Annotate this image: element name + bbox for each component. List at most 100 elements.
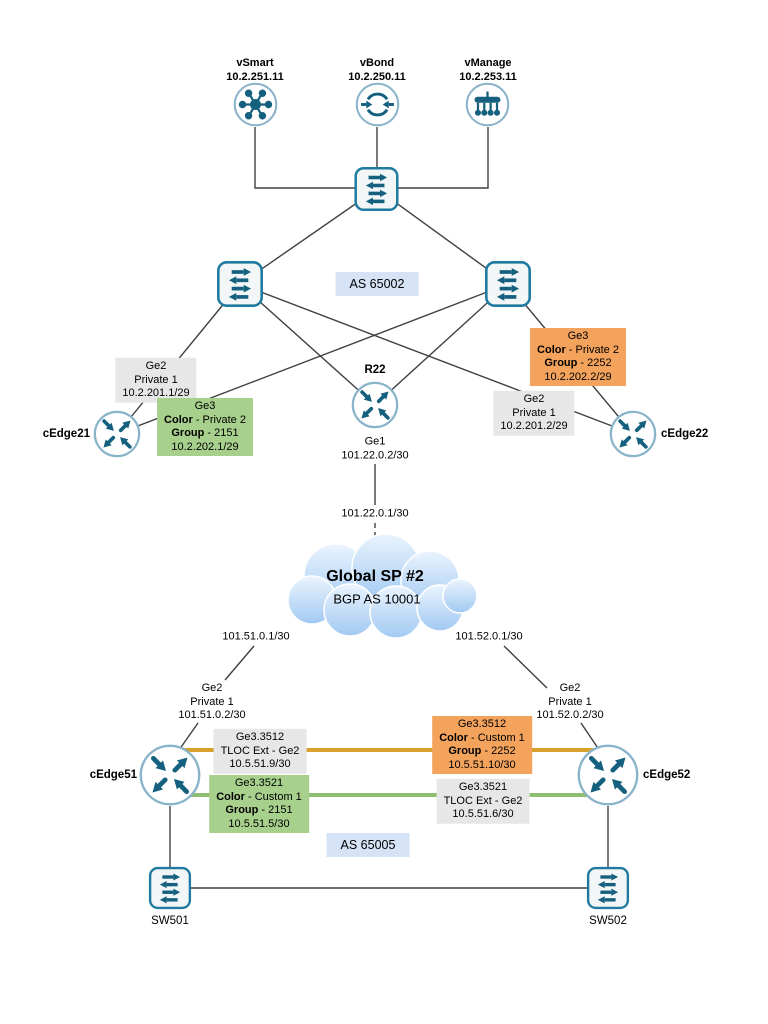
link-cloud-cedge52-a (503, 645, 548, 689)
sw501-node (148, 866, 192, 915)
link-core-switch-left (239, 188, 378, 285)
if-ip: 10.2.202.1/29 (171, 440, 239, 453)
tloc-label-cedge21-ge3: Ge3 Color - Private 2 Group - 2151 10.2.… (157, 398, 253, 456)
sp-cloud (287, 533, 478, 639)
switch-icon (354, 166, 399, 212)
if-port: Ge1 (364, 435, 386, 448)
tloc-group-row: Group - 2252 (544, 357, 612, 369)
vsmart-ip: 10.2.251.11 (226, 71, 284, 83)
tloc-label-cedge52-ge3-3512: Ge3.3512 Color - Custom 1 Group - 2252 1… (432, 716, 532, 774)
link-swr-r22 (374, 283, 509, 406)
if-ip: 10.5.51.6/30 (452, 807, 514, 820)
router-icon (577, 744, 639, 806)
if-ip: 101.51.0.2/30 (178, 708, 246, 721)
vmanage-name: vManage (464, 57, 512, 69)
tloc-color-row: Color - Private 2 (537, 343, 619, 356)
sw502-label: SW502 (589, 915, 627, 927)
vbond-ip: 10.2.250.11 (348, 71, 406, 83)
vbond-label: vBond 10.2.250.11 (348, 56, 406, 84)
cedge22-node (609, 410, 657, 463)
vsmart-icon (233, 82, 278, 127)
vmanage-icon (465, 82, 510, 127)
if-role: TLOC Ext - Ge2 (443, 794, 523, 807)
if-ip: 10.5.51.10/30 (448, 758, 516, 771)
iface-label-cedge21-ge2: Ge2 Private 1 10.2.201.1/29 (115, 357, 197, 403)
tloc-group-row: Group - 2252 (448, 745, 516, 757)
vbond-icon (355, 82, 400, 127)
tloc-color-row: Color - Custom 1 (216, 790, 302, 803)
if-port: Ge3 (567, 330, 589, 342)
if-vrf: Private 1 (548, 695, 592, 708)
wan-ip-sp-cedge51: 101.51.0.1/30 (222, 630, 290, 643)
if-port: Ge3.3521 (458, 780, 508, 793)
as65005-label: AS 65005 (326, 833, 410, 857)
switch-icon (217, 261, 263, 307)
if-port: Ge3 (194, 400, 216, 412)
vbond-name: vBond (359, 57, 395, 69)
if-port: Ge3.3521 (234, 777, 284, 789)
if-ip: 10.2.202.2/29 (544, 370, 612, 383)
link-vmanage-core-switch (377, 127, 489, 189)
iface-label-cedge52-ge2: Ge2 Private 1 101.52.0.2/30 (536, 682, 603, 723)
switch-icon (148, 866, 192, 910)
vbond-node (355, 82, 400, 132)
vmanage-label: vManage 10.2.253.11 (459, 56, 517, 84)
tloc-color-row: Color - Custom 1 (439, 731, 525, 744)
if-port: Ge2 (201, 681, 223, 694)
router-icon (609, 410, 657, 458)
if-port: Ge2 (523, 392, 545, 405)
core-switch-node (353, 166, 400, 217)
if-role: TLOC Ext - Ge2 (220, 744, 300, 757)
link-cloud-cedge51-a (224, 645, 255, 681)
if-ip: 10.5.51.9/30 (229, 757, 291, 770)
if-port: Ge2 (559, 681, 581, 694)
tloc-ext-label-cedge52-ge3-3521: Ge3.3521 TLOC Ext - Ge2 10.5.51.6/30 (436, 778, 530, 824)
wan-ip-sp-cedge52: 101.52.0.1/30 (455, 630, 523, 643)
cedge22-label: cEdge22 (661, 428, 709, 440)
vsmart-label: vSmart 10.2.251.11 (226, 56, 284, 84)
link-vsmart-core-switch (254, 127, 377, 189)
if-port: Ge3.3512 (457, 718, 507, 730)
cedge52-node (577, 744, 639, 811)
switch-icon (485, 261, 531, 307)
r22-ge1-label: Ge1 101.22.0.2/30 (341, 436, 408, 463)
router-icon (93, 410, 141, 458)
cloud-shape (287, 533, 478, 639)
wan-ip-r22-sp: 101.22.0.1/30 (341, 507, 409, 520)
cedge52-label: cEdge52 (643, 769, 691, 781)
tloc-group-row: Group - 2151 (225, 804, 293, 816)
link-swl-r22 (239, 283, 376, 406)
tloc-ext-label-cedge51-ge3-3512: Ge3.3512 TLOC Ext - Ge2 10.5.51.9/30 (213, 728, 307, 774)
r22-node (351, 381, 399, 434)
vmanage-ip: 10.2.253.11 (459, 71, 517, 83)
tloc-label-cedge51-ge3-3521: Ge3.3521 Color - Custom 1 Group - 2151 1… (209, 775, 309, 833)
tloc-label-cedge22-ge3: Ge3 Color - Private 2 Group - 2252 10.2.… (530, 328, 626, 386)
if-ip: 10.2.201.1/29 (122, 386, 190, 399)
cedge21-label: cEdge21 (42, 428, 90, 440)
tloc-color-row: Color - Private 2 (164, 413, 246, 426)
if-port: Ge2 (145, 359, 167, 372)
switch-icon (586, 866, 630, 910)
as65002-label: AS 65002 (335, 272, 419, 296)
if-port: Ge3.3512 (235, 730, 285, 743)
vsmart-node (233, 82, 278, 132)
cedge51-label: cEdge51 (89, 769, 137, 781)
as65002-switch-left-node (216, 260, 264, 313)
if-vrf: Private 1 (512, 406, 556, 419)
cloud-title: Global SP #2 (326, 568, 424, 585)
if-vrf: Private 1 (190, 695, 234, 708)
router-icon (139, 744, 201, 806)
tloc-group-row: Group - 2151 (171, 427, 239, 439)
sw502-node (586, 866, 630, 915)
cloud-asn: BGP AS 10001 (333, 591, 421, 607)
if-vrf: Private 1 (134, 373, 178, 386)
router-icon (351, 381, 399, 429)
if-ip: 10.5.51.5/30 (228, 817, 290, 830)
sw501-label: SW501 (151, 915, 189, 927)
as65002-switch-right-node (484, 260, 532, 313)
iface-label-cedge51-ge2: Ge2 Private 1 101.51.0.2/30 (178, 682, 245, 723)
cedge51-node (139, 744, 201, 811)
iface-label-cedge22-ge2: Ge2 Private 1 10.2.201.2/29 (493, 390, 575, 436)
if-ip: 101.52.0.2/30 (536, 708, 604, 721)
